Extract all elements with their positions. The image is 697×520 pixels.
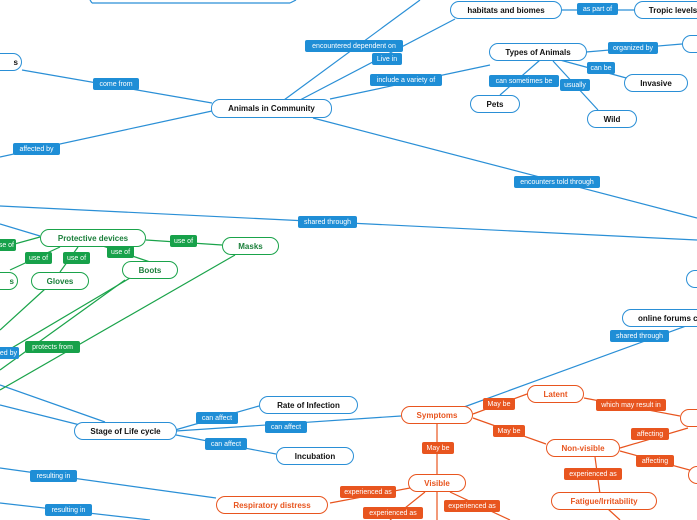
node-respiratory-distress[interactable]: Respiratory distress xyxy=(216,496,328,514)
node-wild[interactable]: Wild xyxy=(587,110,637,128)
node-tropic-levels[interactable]: Tropic levels xyxy=(634,1,697,19)
label-can-affect-3: can affect xyxy=(205,438,247,450)
node-stage-of-life-cycle[interactable]: Stage of Life cycle xyxy=(74,422,177,440)
node-online-forums[interactable]: online forums c xyxy=(622,309,697,327)
node-protective-devices[interactable]: Protective devices xyxy=(40,229,146,247)
label-use-of-2: use of xyxy=(170,235,197,247)
node-invasive[interactable]: Invasive xyxy=(624,74,688,92)
label-use-of-3: use of xyxy=(25,252,52,264)
node-partial-right-mid[interactable] xyxy=(686,270,697,288)
label-may-be-2: May be xyxy=(493,425,525,437)
label-affecting-2: affecting xyxy=(636,455,674,467)
node-partial-right-orange-1[interactable] xyxy=(680,409,697,427)
label-can-affect-1: can affect xyxy=(196,412,238,424)
label-include-variety: include a variety of xyxy=(370,74,442,86)
label-may-be-3: May be xyxy=(422,442,454,454)
label-affected-by-2: affected by xyxy=(0,347,19,359)
node-boots[interactable]: Boots xyxy=(122,261,178,279)
label-protects-from: protects from xyxy=(25,341,80,353)
node-gloves[interactable]: Gloves xyxy=(31,272,89,290)
node-visible[interactable]: Visible xyxy=(408,474,466,492)
node-animals-in-community[interactable]: Animals in Community xyxy=(211,99,332,118)
label-come-from: come from xyxy=(93,78,139,90)
node-partial-left-top[interactable]: s xyxy=(0,53,22,71)
label-encountered-dependent-on: encountered dependent on xyxy=(305,40,403,52)
label-use-of-5: use of xyxy=(107,246,134,258)
label-resulting-in-1: resulting in xyxy=(30,470,77,482)
label-experienced-as-2: experienced as xyxy=(363,507,423,519)
label-use-of-4: use of xyxy=(63,252,90,264)
label-affected-by: affected by xyxy=(13,143,60,155)
node-partial-top-right[interactable] xyxy=(682,35,697,53)
node-partial-left-mid[interactable]: s xyxy=(0,272,18,290)
node-habitats-biomes[interactable]: habitats and biomes xyxy=(450,1,562,19)
node-rate-of-infection[interactable]: Rate of Infection xyxy=(259,396,358,414)
node-incubation[interactable]: Incubation xyxy=(276,447,354,465)
node-pets[interactable]: Pets xyxy=(470,95,520,113)
label-use-of-1: use of xyxy=(0,239,16,251)
label-shared-through-2: shared through xyxy=(610,330,669,342)
label-organized-by: organized by xyxy=(608,42,658,54)
label-resulting-in-2: resulting in xyxy=(45,504,92,516)
node-latent[interactable]: Latent xyxy=(527,385,584,403)
label-live-in: Live in xyxy=(372,53,402,65)
node-non-visible[interactable]: Non-visible xyxy=(546,439,620,457)
label-usually: usually xyxy=(560,79,590,91)
label-can-be: can be xyxy=(587,62,615,74)
label-experienced-as-3: experienced as xyxy=(444,500,500,512)
node-masks[interactable]: Masks xyxy=(222,237,279,255)
label-may-be-1: May be xyxy=(483,398,515,410)
label-can-sometimes-be: can sometimes be xyxy=(489,75,559,87)
label-experienced-as-1: experienced as xyxy=(340,486,396,498)
node-types-of-animals[interactable]: Types of Animals xyxy=(489,43,587,61)
node-fatigue-irritability[interactable]: Fatigue/Irritability xyxy=(551,492,657,510)
label-affecting-1: affecting xyxy=(631,428,669,440)
node-symptoms[interactable]: Symptoms xyxy=(401,406,473,424)
label-shared-through-1: shared through xyxy=(298,216,357,228)
label-which-may-result-in: which may result in xyxy=(596,399,666,411)
label-experienced-as-4: experienced as xyxy=(564,468,622,480)
label-can-affect-2: can affect xyxy=(265,421,307,433)
label-encounters-told-through: encounters told through xyxy=(514,176,600,188)
label-as-part-of: as part of xyxy=(577,3,618,15)
